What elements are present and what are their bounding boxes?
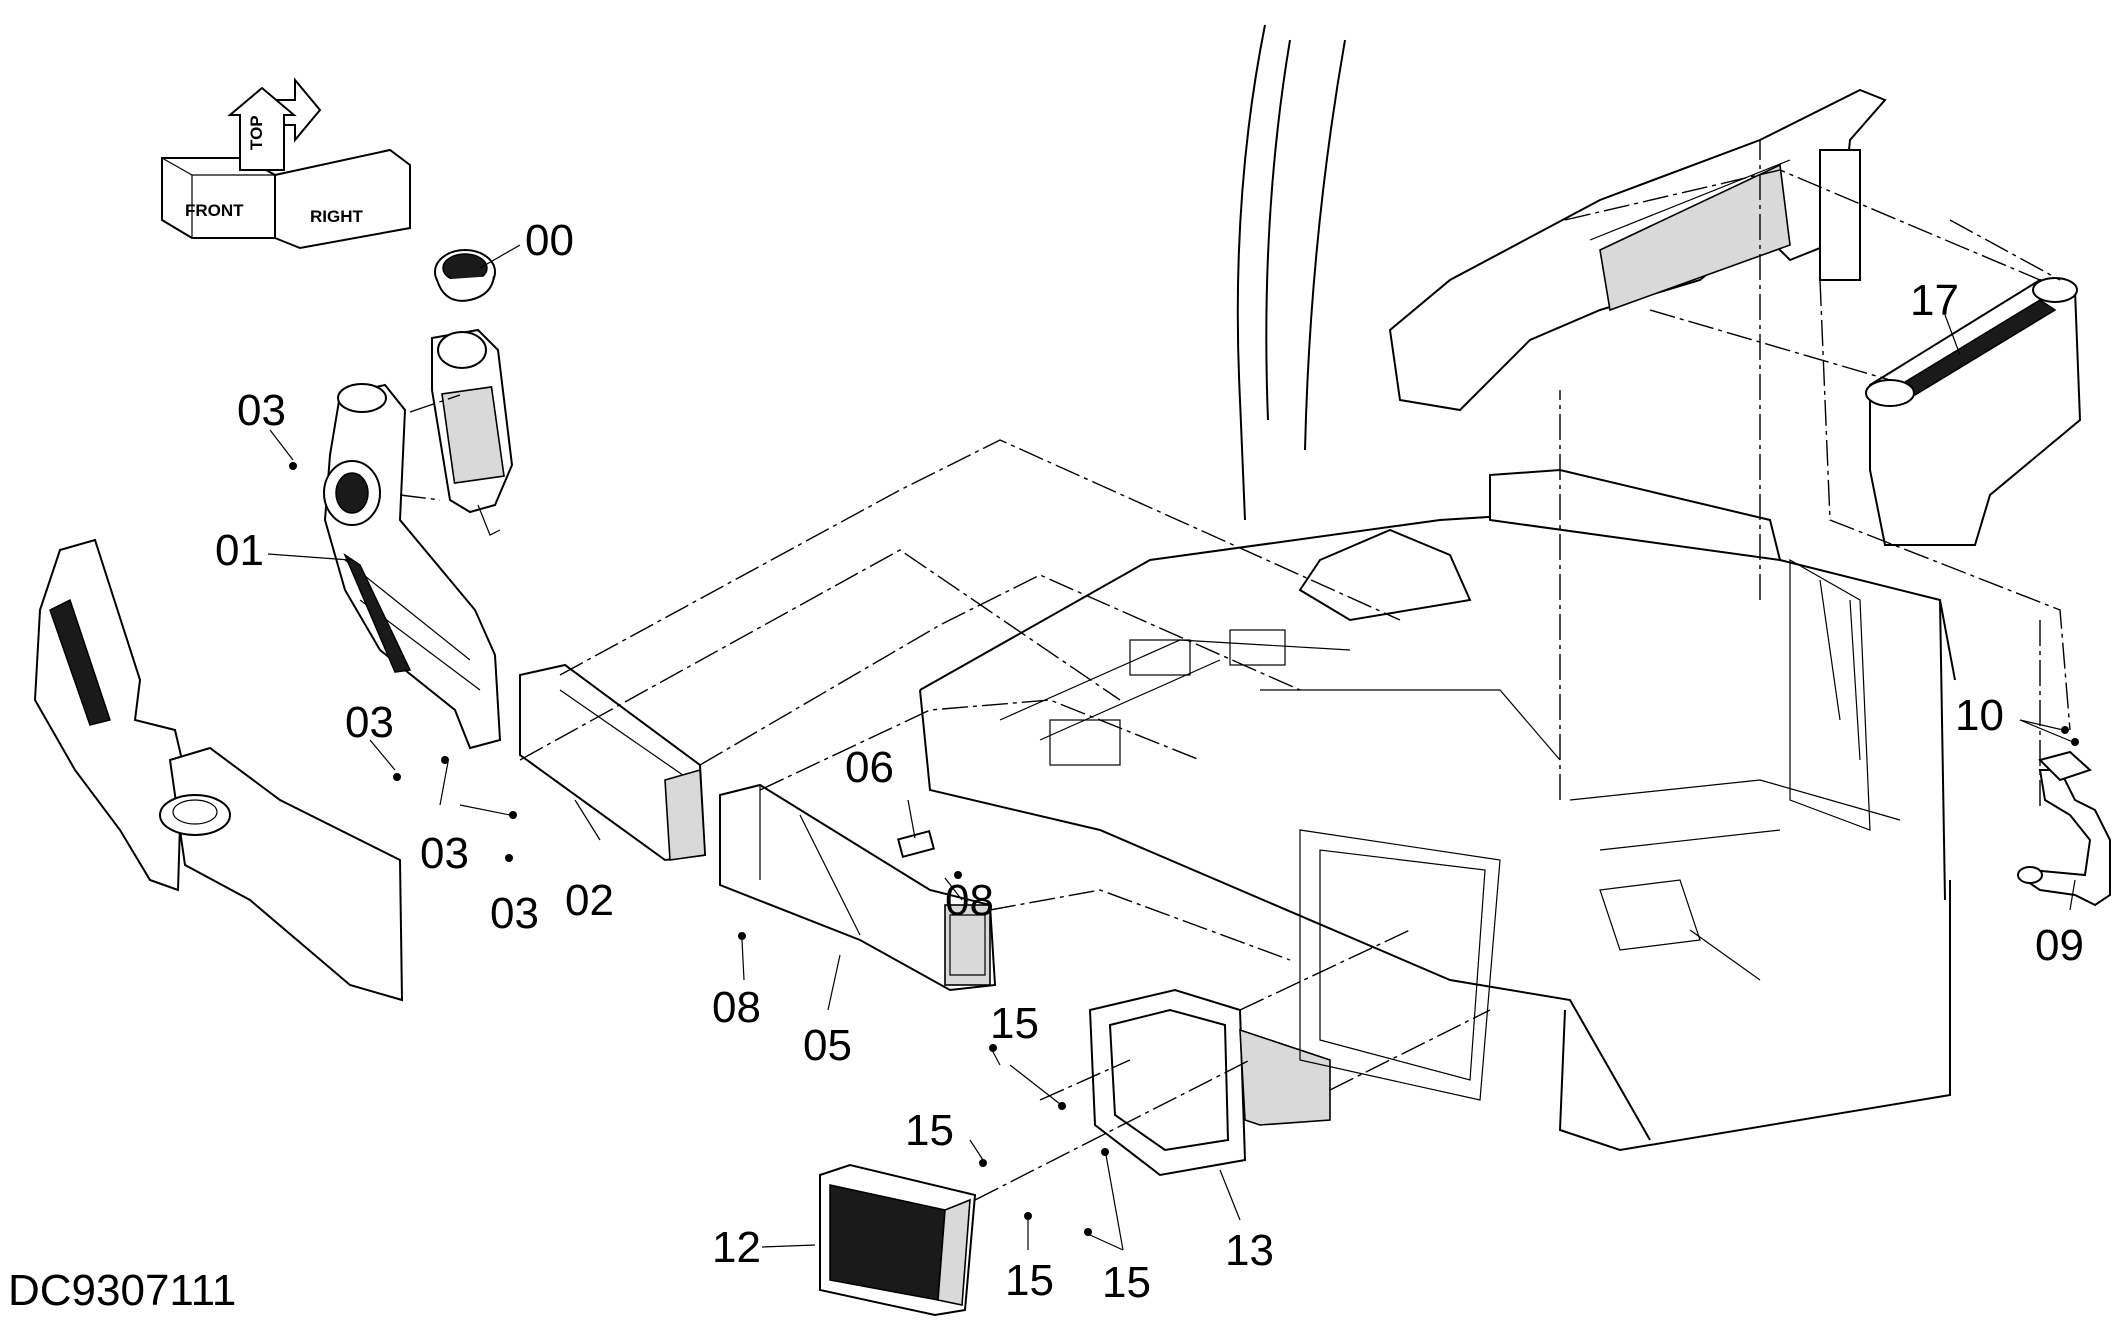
callout-15-d: 15: [1102, 1258, 1151, 1307]
part-02-filter-cover: [519, 663, 707, 862]
callout-labels: 00 01 03 03 03 03 02 06 08 08 05 15 15 1…: [215, 216, 2084, 1307]
upper-rear-panel: [1388, 88, 1887, 412]
part-09-hose: [2017, 769, 2111, 907]
orientation-top-label: TOP: [247, 115, 266, 150]
callout-15-c: 15: [1005, 1256, 1054, 1305]
cab-frame: [919, 24, 1956, 1152]
part-01-air-duct: [323, 383, 502, 750]
fasteners: [289, 462, 2079, 1236]
callout-05: 05: [803, 1021, 852, 1070]
assembly-lines: [399, 140, 2071, 1201]
drawing-number: DC9307111: [8, 1266, 236, 1315]
callout-13: 13: [1225, 1226, 1274, 1275]
part-05-duct: [719, 783, 997, 992]
part-06-clip: [896, 829, 936, 859]
callout-12: 12: [712, 1223, 761, 1272]
leader-lines: [267, 244, 2076, 1251]
callout-08-a: 08: [945, 876, 994, 925]
part-00-cap: [434, 249, 496, 302]
part-17-panel: [1865, 277, 2082, 546]
callout-03-b: 03: [345, 698, 394, 747]
callout-03-d: 03: [490, 889, 539, 938]
callout-03-a: 03: [237, 386, 286, 435]
orientation-right-label: RIGHT: [310, 207, 364, 226]
callout-06: 06: [845, 743, 894, 792]
callout-15-b: 15: [905, 1106, 954, 1155]
orientation-front-label: FRONT: [185, 201, 244, 220]
callout-09: 09: [2035, 921, 2084, 970]
callout-10: 10: [1955, 691, 2004, 740]
callout-02: 02: [565, 876, 614, 925]
part-10-bracket: [2038, 750, 2092, 782]
part-vent-bezel: [431, 328, 514, 536]
callout-00: 00: [525, 216, 574, 265]
callout-03-c: 03: [420, 829, 469, 878]
callout-08-b: 08: [712, 983, 761, 1032]
part-13-frame: [1088, 988, 1331, 1177]
callout-01: 01: [215, 526, 264, 575]
orientation-symbol: FRONT RIGHT TOP: [161, 77, 411, 250]
part-side-panel: [33, 538, 404, 1002]
part-12-filter: [819, 1163, 977, 1317]
callout-17: 17: [1910, 276, 1959, 325]
callout-15-a: 15: [990, 999, 1039, 1048]
